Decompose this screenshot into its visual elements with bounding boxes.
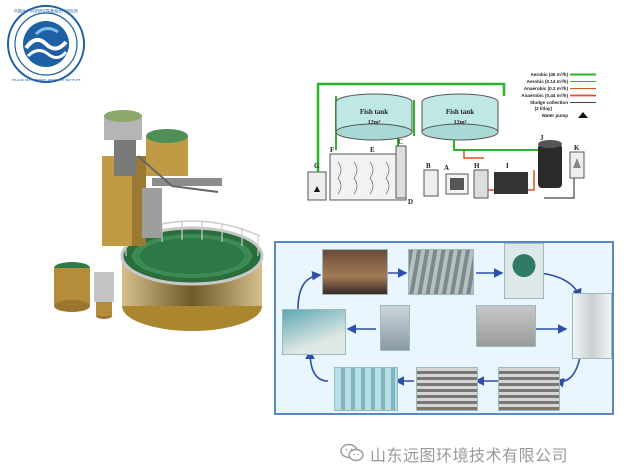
fish-tank-2-volume: 12m³ [454,120,467,126]
legend-entry-1: Aerobic (45 m³/h) [530,72,568,77]
legend-entry-5: Sludge collection [530,100,568,105]
component-label-f: F [330,146,334,154]
legend-entry-6: (2 l/day) [535,106,553,111]
component-label-a: A [444,164,449,172]
component-label-g: G [314,162,320,170]
component-label-e: E [370,146,375,154]
legend-entry-4: Anaerobic (0.44 m³/h) [521,93,568,98]
legend-entry-3: Anaerobic (0.2 m³/h) [524,86,569,91]
ras-process-schematic: Fish tank 12m³ Fish tank 12m³ G F E C B … [307,72,596,206]
component-label-c: C [398,138,403,146]
wechat-icon [340,443,364,462]
treatment-plant-3d-render [54,110,264,331]
component-label-d: D [408,198,413,206]
photo-cooling-tower [380,305,410,351]
process-photo-panel [274,241,614,415]
company-watermark: 山东远图环境技术有限公司 [334,440,638,466]
fish-tank-2-name: Fish tank [446,108,474,116]
photo-biofilter-media-2 [498,367,560,411]
component-label-h: H [474,162,480,170]
company-name: 山东远图环境技术有限公司 [370,446,569,465]
photo-drum-filter [408,249,474,295]
component-label-b: B [426,162,431,170]
photo-biofilter-media-1 [416,367,478,411]
photo-raceway-tanks [282,309,346,355]
legend-entry-2: Aerobic (0.14 m³/h) [527,79,569,84]
fish-tank-1-volume: 12m³ [368,120,381,126]
fish-tank-1-name: Fish tank [360,108,388,116]
photo-inspection-chamber [322,249,388,295]
component-label-i: I [506,162,509,170]
schematic-legend: Aerobic (45 m³/h) Aerobic (0.14 m³/h) An… [521,72,596,118]
component-label-k: K [574,144,580,152]
photo-filter-column [572,293,612,359]
photo-control-cabinet [476,305,536,347]
svg-text:YELLOW SEA FISHERIES RESEARCH: YELLOW SEA FISHERIES RESEARCH INSTITUTE [11,78,80,82]
photo-uv-channel [334,367,398,411]
legend-entry-7: Water pump [542,113,569,118]
svg-text:中国水产科学研究院黄海水产研究所: 中国水产科学研究院黄海水产研究所 [14,8,78,14]
component-label-j: J [540,134,544,142]
photo-vertical-pump [504,243,544,299]
institute-logo-seal: 中国水产科学研究院黄海水产研究所 YELLOW SEA FISHERIES RE… [7,5,85,83]
